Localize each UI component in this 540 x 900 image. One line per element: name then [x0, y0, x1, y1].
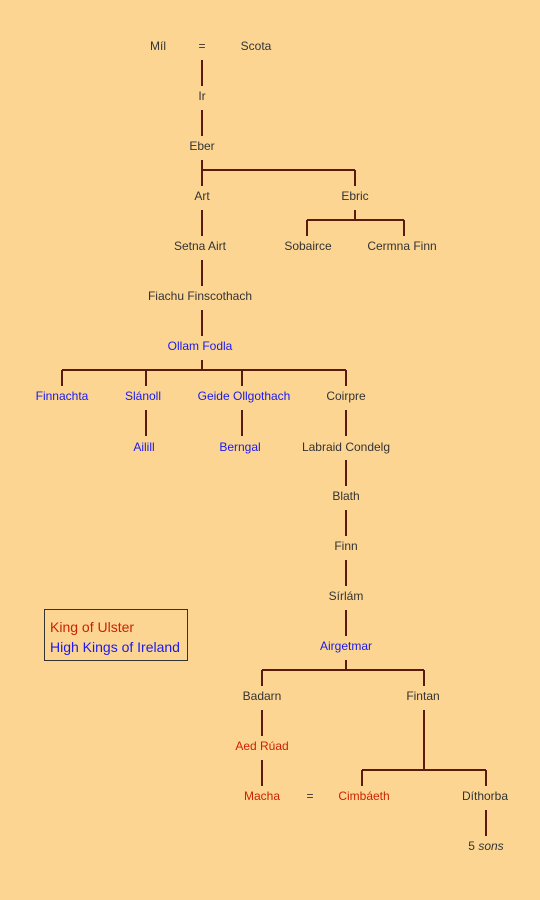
tree-nodes: Míl = Scota Ir Eber Art Ebric Setna Airt… [36, 39, 509, 853]
person-eber: Eber [189, 139, 214, 153]
five-sons-count: 5 [468, 839, 475, 853]
person-slanoll: Slánoll [125, 389, 161, 403]
person-airgetmar: Airgetmar [320, 639, 372, 653]
person-geide-ollgothach: Geide Ollgothach [198, 389, 291, 403]
person-dithorba: Díthorba [462, 789, 508, 803]
person-scota: Scota [241, 39, 272, 53]
person-setna-airt: Setna Airt [174, 239, 227, 253]
person-cermna-finn: Cermna Finn [367, 239, 436, 253]
person-labraid-condelg: Labraid Condelg [302, 440, 390, 454]
person-art: Art [194, 189, 210, 203]
person-ailill: Ailill [133, 440, 154, 454]
person-aed-ruad: Aed Rúad [235, 739, 288, 753]
legend-high-kings: High Kings of Ireland [50, 639, 180, 655]
person-sirlam: Sírlám [329, 589, 364, 603]
person-mil: Míl [150, 39, 166, 53]
person-macha: Macha [244, 789, 280, 803]
person-finnachta: Finnachta [36, 389, 89, 403]
person-ollam-fodla: Ollam Fodla [168, 339, 233, 353]
marriage-sign-macha-cimbaeth: = [306, 789, 313, 803]
legend-king-of-ulster: King of Ulster [50, 619, 135, 635]
person-sobairce: Sobairce [284, 239, 332, 253]
person-coirpre: Coirpre [326, 389, 366, 403]
person-badarn: Badarn [243, 689, 282, 703]
legend: King of Ulster High Kings of Ireland [44, 609, 188, 661]
person-blath: Blath [332, 489, 359, 503]
tree-links [61, 60, 487, 836]
person-five-sons: 5 sons [468, 839, 503, 853]
person-ir: Ir [198, 89, 205, 103]
person-ebric: Ebric [341, 189, 368, 203]
person-finn: Finn [334, 539, 357, 553]
person-fiachu-finscothach: Fiachu Finscothach [148, 289, 252, 303]
marriage-sign-mil-scota: = [198, 39, 205, 53]
person-fintan: Fintan [406, 689, 439, 703]
person-berngal: Berngal [219, 440, 260, 454]
person-cimbaeth: Cimbáeth [338, 789, 389, 803]
five-sons-word: sons [478, 839, 503, 853]
